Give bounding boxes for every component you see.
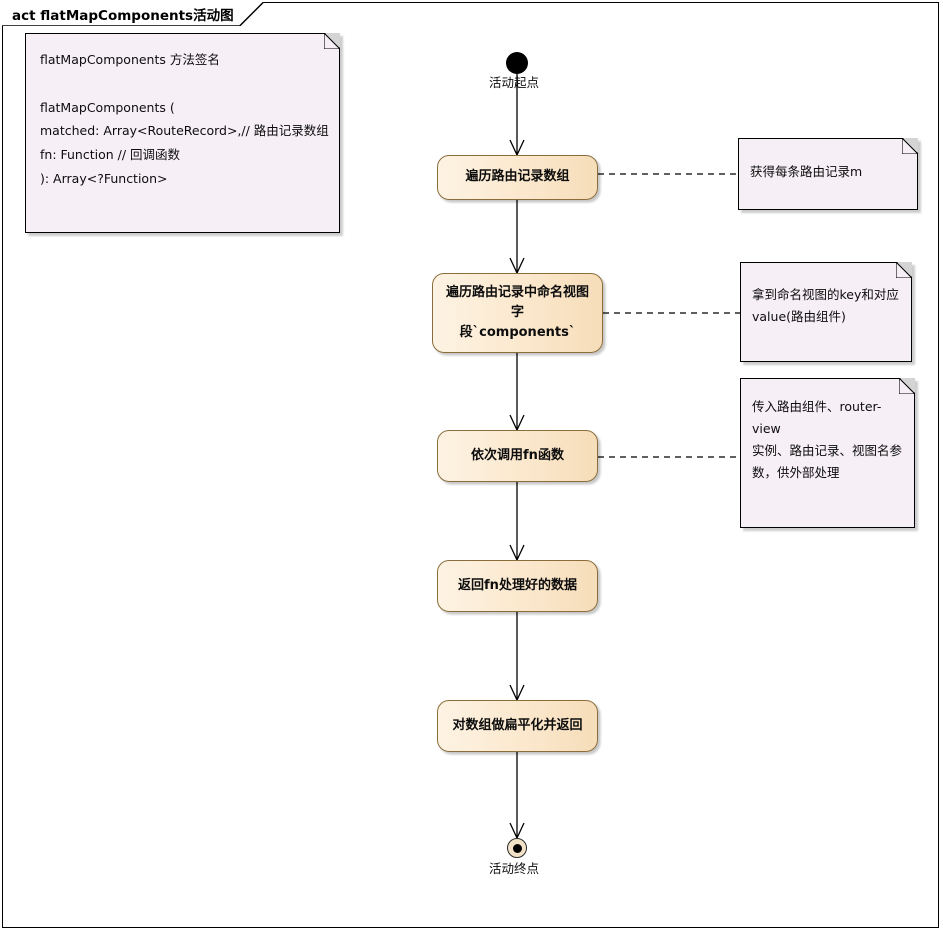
diagram-title: act flatMapComponents活动图 xyxy=(12,8,234,24)
activity-flatten-and-return-array[interactable]: 对数组做扁平化并返回 xyxy=(437,700,598,752)
note-fold-corner-icon xyxy=(325,33,340,48)
end-node-inner-dot xyxy=(512,843,522,853)
activity-label: 遍历路由记录中命名视图字 段`components` xyxy=(445,284,589,341)
signature-note-text: flatMapComponents 方法签名 flatMapComponents… xyxy=(40,52,329,186)
note-fold-corner-icon xyxy=(903,138,918,153)
diagram-title-tab: act flatMapComponents活动图 xyxy=(2,2,264,26)
note-text: 拿到命名视图的key和对应 value(路由组件) xyxy=(752,287,899,324)
note-text: 传入路由组件、router-view 实例、路由记录、视图名参 数，供外部处理 xyxy=(752,399,903,480)
activity-label: 对数组做扁平化并返回 xyxy=(452,717,583,733)
end-node-icon xyxy=(507,838,527,858)
note-fold-corner-icon xyxy=(900,378,915,393)
activity-call-fn-sequentially[interactable]: 依次调用fn函数 xyxy=(437,430,598,482)
note-fold-corner-icon xyxy=(897,262,912,277)
end-node-label: 活动终点 xyxy=(489,861,540,876)
activity-traverse-named-view-components[interactable]: 遍历路由记录中命名视图字 段`components` xyxy=(432,273,603,353)
note-named-view-key-value: 拿到命名视图的key和对应 value(路由组件) xyxy=(740,262,912,362)
activity-return-fn-processed-data[interactable]: 返回fn处理好的数据 xyxy=(437,560,598,612)
start-node-label: 活动起点 xyxy=(489,75,540,90)
activity-traverse-route-records[interactable]: 遍历路由记录数组 xyxy=(437,155,598,200)
note-text: 获得每条路由记录m xyxy=(750,164,863,179)
activity-label: 遍历路由记录数组 xyxy=(465,169,570,185)
activity-label: 返回fn处理好的数据 xyxy=(458,577,577,593)
note-fn-arguments: 传入路由组件、router-view 实例、路由记录、视图名参 数，供外部处理 xyxy=(740,378,915,528)
start-node-icon xyxy=(506,52,528,74)
signature-note: flatMapComponents 方法签名 flatMapComponents… xyxy=(25,33,340,233)
note-each-route-record: 获得每条路由记录m xyxy=(738,138,918,210)
activity-label: 依次调用fn函数 xyxy=(471,447,564,463)
